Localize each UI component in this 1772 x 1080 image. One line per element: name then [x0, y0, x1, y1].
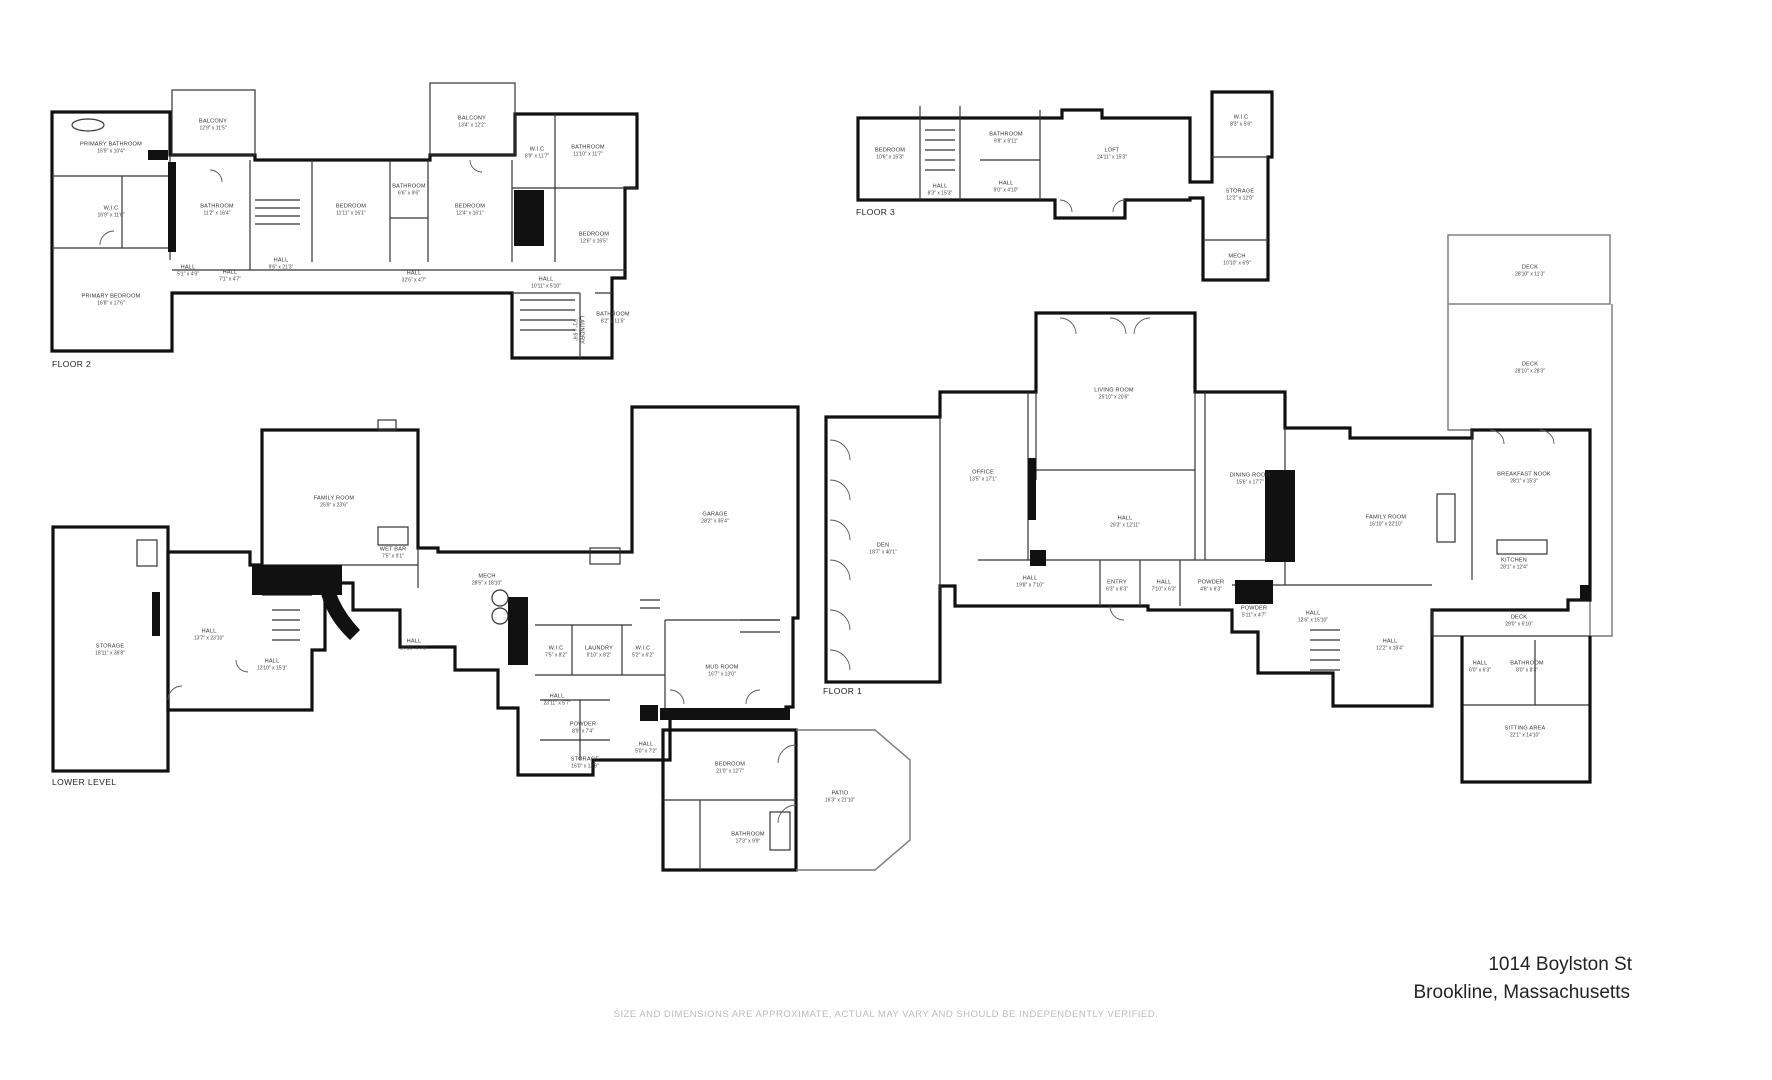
floor1-walls [824, 234, 1613, 784]
lower-level-label: LOWER LEVEL [52, 777, 117, 787]
floor2-label: FLOOR 2 [52, 359, 92, 369]
address-line-2: Brookline, Massachusetts [1413, 982, 1631, 1003]
address-line-1: 1014 Boylston St [1488, 954, 1632, 975]
floor3-walls [856, 90, 1274, 282]
floor3-label: FLOOR 3 [856, 207, 896, 217]
floor1-label: FLOOR 1 [823, 686, 863, 696]
disclaimer: SIZE AND DIMENSIONS ARE APPROXIMATE, ACT… [613, 1009, 1159, 1020]
floor2-walls [50, 82, 639, 360]
lower-level-walls [51, 405, 911, 872]
